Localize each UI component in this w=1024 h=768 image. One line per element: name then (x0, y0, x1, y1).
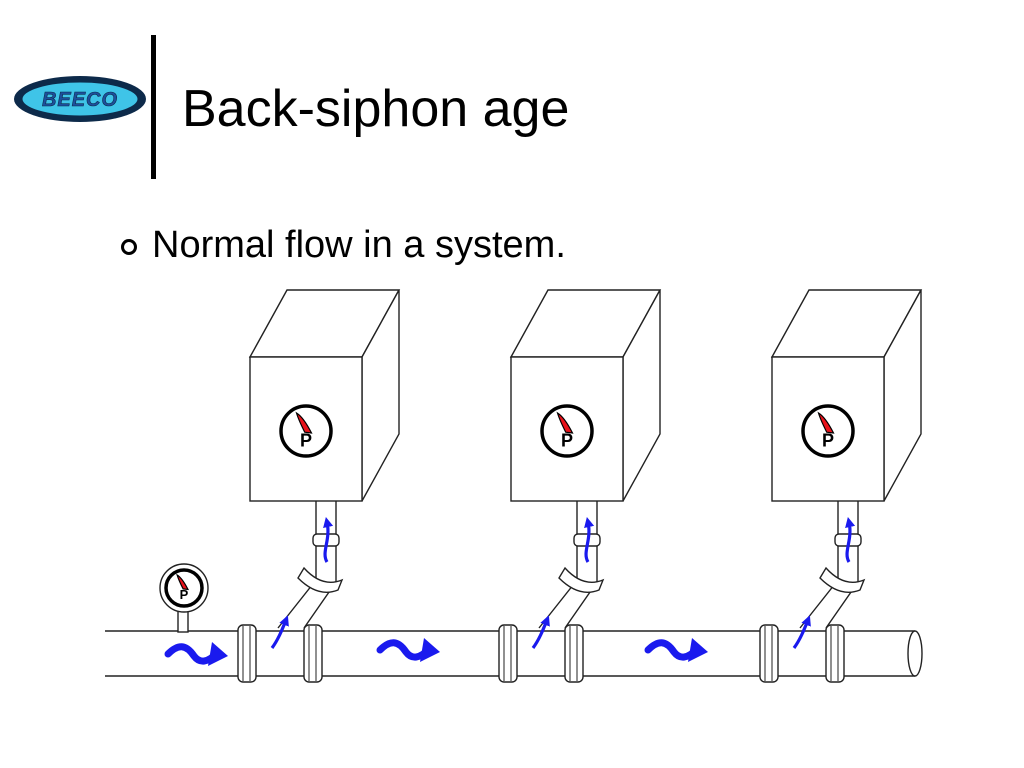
flow-arrow-icon (584, 517, 595, 563)
pipe-coupling-left (498, 624, 518, 683)
elbow-collar (819, 566, 866, 593)
pressure-gauge-icon: P (801, 404, 855, 458)
gauge-needle (556, 411, 574, 434)
slide-title: Back-siphon age (182, 80, 570, 138)
flow-arrow-icon (845, 517, 856, 563)
pipe-coupling-right (564, 624, 584, 683)
tank-unit-1 (237, 289, 401, 683)
pipe-coupling-left (237, 624, 257, 683)
pressure-gauge-icon: P (540, 404, 594, 458)
gauge-needle (817, 411, 835, 434)
bullet-text: Normal flow in a system. (152, 224, 566, 266)
pipe-coupling-left (759, 624, 779, 683)
flow-arrow-icon (531, 615, 550, 649)
flow-arrow-icon (164, 642, 228, 666)
flow-arrow-icon (270, 615, 289, 649)
elbow-collar (558, 566, 605, 593)
pressure-gauge-icon: P (164, 568, 204, 608)
gauge-needle (176, 573, 189, 591)
beeco-logo: BEECO (14, 76, 146, 122)
flow-arrow-icon (376, 638, 440, 662)
tank-unit-2 (498, 289, 662, 683)
elbow-collar (297, 566, 344, 593)
riser-pipe (799, 501, 866, 629)
title-divider (151, 35, 156, 179)
bullet-icon (121, 239, 137, 255)
flow-arrow-icon (792, 615, 811, 649)
pressure-gauge-icon: P (279, 404, 333, 458)
gauge-label: P (822, 431, 834, 451)
gauge-label: P (300, 431, 312, 451)
gauge-label: P (180, 587, 189, 602)
flow-arrow-icon (644, 638, 708, 662)
gauge-needle (295, 411, 313, 434)
logo-text: BEECO (42, 89, 118, 111)
pipe-coupling-right (825, 624, 845, 683)
flow-arrow-icon (323, 517, 334, 563)
pipe-coupling-right (303, 624, 323, 683)
riser-pipe (538, 501, 605, 629)
tank-unit-3 (759, 289, 923, 683)
riser-pipe (277, 501, 344, 629)
gauge-label: P (561, 431, 573, 451)
